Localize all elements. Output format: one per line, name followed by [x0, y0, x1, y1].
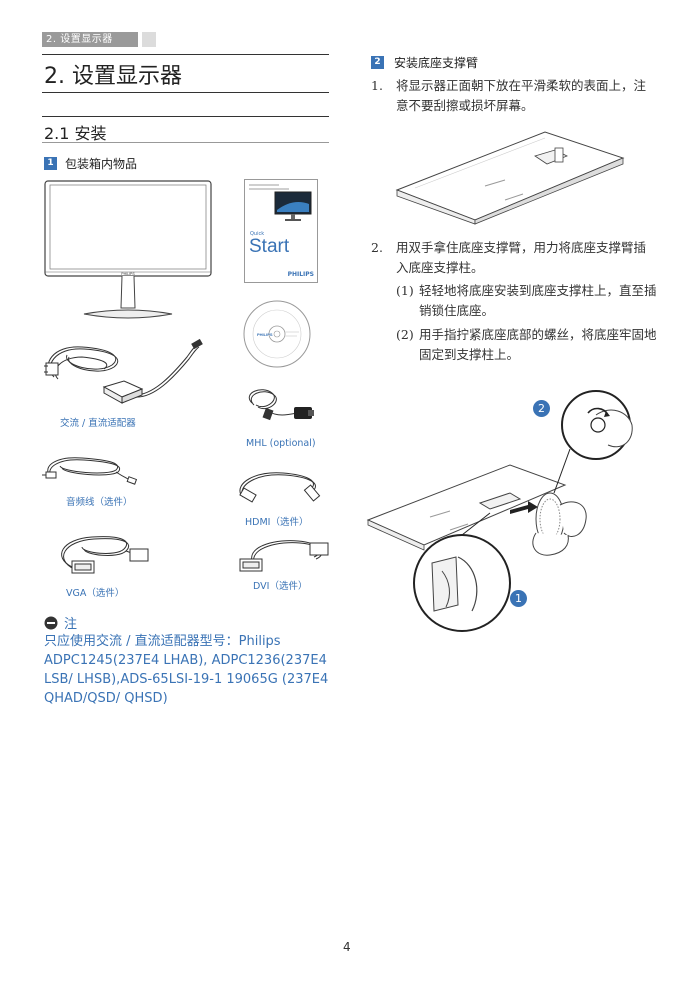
guide-text-line: [249, 188, 289, 190]
page-number: 4: [343, 940, 351, 954]
chapter-top-rule: [42, 54, 329, 55]
vga-cable-illustration: [52, 527, 152, 582]
guide-brand: PHILIPS: [287, 271, 314, 278]
power-adapter-illustration: [42, 335, 212, 410]
section-top-rule: [42, 116, 329, 117]
note-text: 只应使用交流 / 直流适配器型号：Philips ADPC1245(237E4 …: [44, 634, 329, 706]
running-header: 2. 设置显示器: [42, 32, 156, 47]
audio-caption: 音频线（选件）: [66, 497, 133, 508]
audio-cable-illustration: [42, 452, 142, 492]
vga-caption: VGA（选件）: [66, 588, 125, 599]
substep2-text: 用手指拧紧底座底部的螺丝，将底座牢固地固定到支撑柱上。: [419, 327, 657, 362]
step1-text: 将显示器正面朝下放在平滑柔软的表面上，注意不要刮擦或损坏屏幕。: [396, 78, 647, 113]
monitor-brand: PHILIPS: [121, 272, 135, 276]
callout-2-badge: 2: [533, 400, 550, 417]
monitor-illustration: PHILIPS: [44, 180, 212, 325]
step2-number: 2.: [371, 240, 383, 255]
start-label: Start: [249, 236, 290, 257]
guide-text-line: [249, 184, 279, 186]
step-badge: 2: [371, 56, 384, 69]
hdmi-cable-illustration: [235, 465, 325, 510]
install-base-heading: 2 安装底座支撑臂: [371, 54, 478, 71]
dvi-caption: DVI（选件）: [253, 581, 308, 592]
base-assembly-illustration: [360, 385, 660, 635]
quick-label: Quick: [250, 231, 265, 237]
chapter-bottom-rule: [42, 92, 329, 93]
cd-disc-illustration: PHILIPS: [243, 300, 311, 368]
step1-number: 1.: [371, 78, 383, 93]
note-heading: 注: [44, 613, 77, 632]
chapter-title: 2. 设置显示器: [44, 64, 182, 89]
quick-start-guide: Quick Start PHILIPS: [244, 179, 318, 283]
section-title: 2.1 安装: [44, 124, 107, 143]
hdmi-caption: HDMI（选件）: [245, 517, 309, 528]
callout-1-badge: 1: [510, 590, 527, 607]
box-contents-heading: 1 包装箱内物品: [44, 155, 137, 172]
ac-dc-caption: 交流 / 直流适配器: [60, 418, 136, 429]
note-icon: [44, 616, 58, 629]
substep1-text: 轻轻地将底座安装到底座支撑柱上，直至插销锁住底座。: [419, 283, 657, 318]
substep1-number: (1): [396, 283, 414, 298]
install-base-title: 安装底座支撑臂: [394, 56, 479, 70]
substep2-number: (2): [396, 327, 414, 342]
dvi-cable-illustration: [238, 535, 338, 580]
box-contents-title: 包装箱内物品: [65, 157, 138, 171]
monitor-face-down-illustration: [395, 120, 625, 225]
cd-brand: PHILIPS: [257, 332, 273, 337]
mhl-cable-illustration: [242, 385, 317, 435]
running-header-label: 2. 设置显示器: [46, 34, 113, 45]
step2-text: 用双手拿住底座支撑臂，用力将底座支撑臂插入底座支撑柱。: [396, 240, 647, 275]
mhl-caption: MHL (optional): [246, 438, 316, 449]
monitor-thumbnail-icon: [274, 191, 312, 221]
section-bottom-rule: [42, 142, 329, 143]
note-label: 注: [64, 617, 78, 632]
step-badge: 1: [44, 157, 57, 170]
